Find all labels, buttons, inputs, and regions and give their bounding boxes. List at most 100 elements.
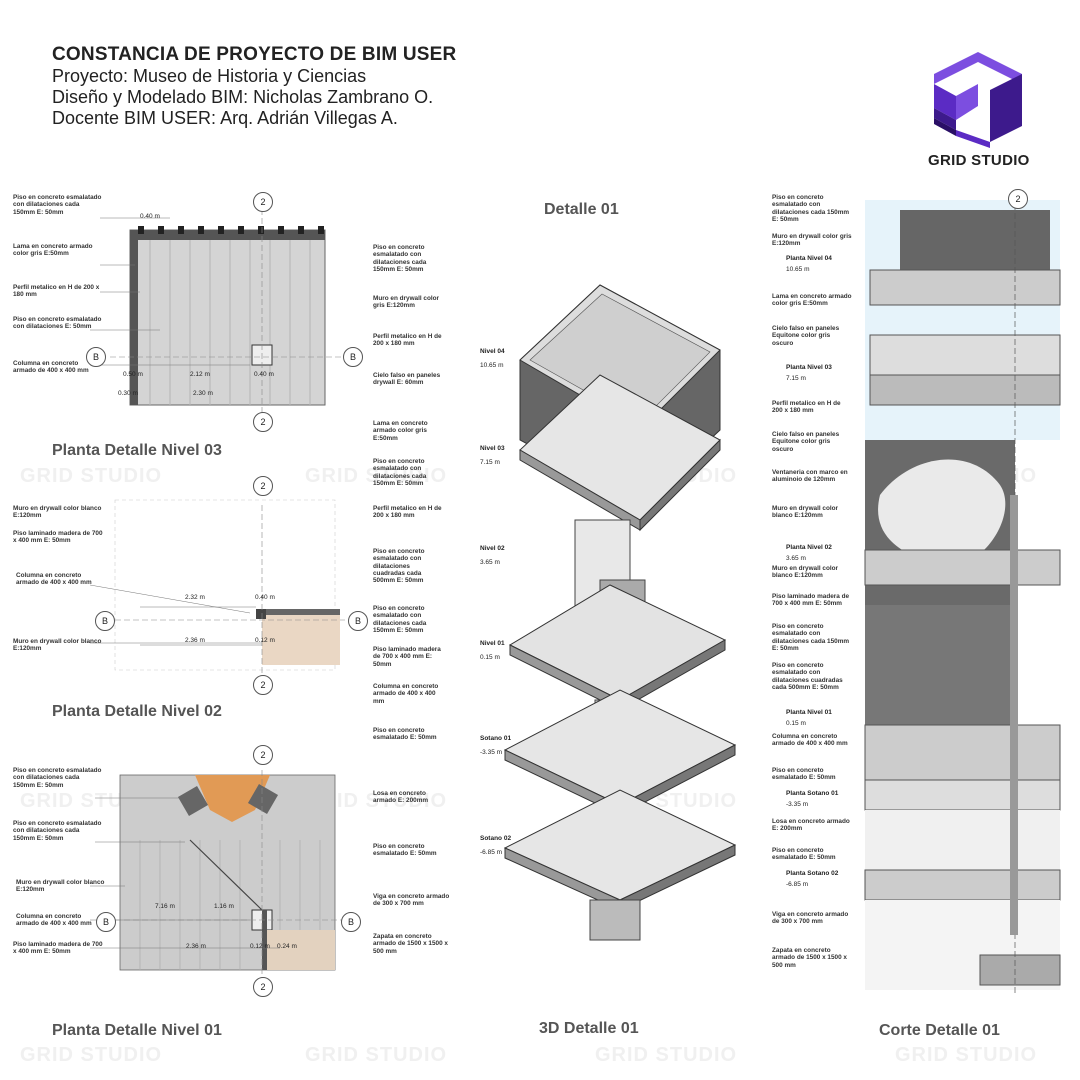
grid-axis-2-marker: 2 xyxy=(253,412,273,432)
plan3-dim: 2.12 m xyxy=(190,371,210,378)
watermark: GRID STUDIO xyxy=(595,1044,738,1066)
iso-level-label: Nivel 04 xyxy=(480,348,505,355)
plan3-note: Columna en concreto armado de 400 x 400 … xyxy=(13,360,89,375)
plan1-note: Piso en concreto esmalatado con dilataci… xyxy=(13,767,102,789)
grid-axis-2-marker: 2 xyxy=(253,977,273,997)
plan3-note: Piso en concreto esmalatado con dilataci… xyxy=(13,316,102,331)
plan-nivel-03-drawing xyxy=(90,200,345,420)
iso-note: Muro en drywall color gris E:120mm xyxy=(373,295,440,310)
header-project: Proyecto: Museo de Historia y Ciencias xyxy=(52,66,367,86)
section-note: Muro en drywall color blanco E:120mm xyxy=(772,565,839,580)
plan3-note: Perfil metalico en H de 200 x 180 mm xyxy=(13,284,100,299)
section-level-value: 0.15 m xyxy=(786,720,806,727)
iso-level-label: Nivel 01 xyxy=(480,640,505,647)
watermark: GRID STUDIO xyxy=(895,1044,1038,1066)
grid-axis-b-marker: B xyxy=(86,347,106,367)
grid-axis-2-marker: 2 xyxy=(253,476,273,496)
plan3-dim: 0.50 m xyxy=(123,371,143,378)
section-title: Corte Detalle 01 xyxy=(879,1022,1000,1039)
section-level-label: Planta Nivel 01 xyxy=(786,709,832,716)
plan2-dim: 0.12 m xyxy=(255,637,275,644)
plan1-dim: 7.16 m xyxy=(155,903,175,910)
section-level-value: 7.15 m xyxy=(786,375,806,382)
section-level-value: 3.65 m xyxy=(786,555,806,562)
plan2-dim: 2.32 m xyxy=(185,594,205,601)
plan1-dim: 0.24 m xyxy=(277,943,297,950)
grid-axis-b-marker: B xyxy=(96,912,116,932)
plan3-dim: 0.40 m xyxy=(140,213,160,220)
section-note: Muro en drywall color gris E:120mm xyxy=(772,233,852,248)
section-note: Lama en concreto armado color gris E:50m… xyxy=(772,293,852,308)
iso-note: Cielo falso en paneles drywall E: 60mm xyxy=(373,372,441,387)
iso-title: 3D Detalle 01 xyxy=(539,1020,639,1037)
watermark: GRID STUDIO xyxy=(305,790,448,812)
plan2-dim: 0.40 m xyxy=(255,594,275,601)
section-note: Piso en concreto esmalatado E: 50mm xyxy=(772,847,836,862)
header-title: CONSTANCIA DE PROYECTO DE BIM USER xyxy=(52,44,457,65)
iso-level-value: 7.15 m xyxy=(480,459,500,466)
plan3-title: Planta Detalle Nivel 03 xyxy=(52,442,222,459)
section-note: Piso laminado madera de 700 x 400 mm E: … xyxy=(772,593,850,608)
iso-note: Piso en concreto esmalatado con dilataci… xyxy=(373,244,427,273)
iso-level-value: -3.35 m xyxy=(480,749,503,756)
plan2-dim: 2.36 m xyxy=(185,637,205,644)
plan-nivel-01-drawing xyxy=(90,770,345,985)
plan2-note: Columna en concreto armado de 400 x 400 … xyxy=(16,572,92,587)
section-note: Piso en concreto esmalatado con dilataci… xyxy=(772,623,850,652)
plan2-title: Planta Detalle Nivel 02 xyxy=(52,703,222,720)
iso-note: Piso en concreto esmalatado con dilataci… xyxy=(373,548,425,585)
section-note: Ventaneria con marco en aluminoio de 120… xyxy=(772,469,848,484)
iso-level-value: -6.85 m xyxy=(480,849,503,856)
iso-level-label: Nivel 03 xyxy=(480,445,505,452)
iso-level-value: 0.15 m xyxy=(480,654,500,661)
iso-note: Piso en concreto esmalatado con dilataci… xyxy=(373,458,427,487)
header-designer: Diseño y Modelado BIM: Nicholas Zambrano… xyxy=(52,87,434,107)
section-note: Viga en concreto armado de 300 x 700 mm xyxy=(772,911,849,926)
iso-note: Perfil metalico en H de 200 x 180 mm xyxy=(373,333,442,348)
iso-note: Zapata en concreto armado de 1500 x 1500… xyxy=(373,933,448,955)
section-level-label: Planta Nivel 02 xyxy=(786,544,832,551)
iso-note: Columna en concreto armado de 400 x 400 … xyxy=(373,683,439,705)
grid-axis-b-marker: B xyxy=(341,912,361,932)
grid-axis-2-marker: 2 xyxy=(253,192,273,212)
section-note: Cielo falso en paneles Equitone color gr… xyxy=(772,325,840,347)
section-level-label: Planta Sotano 02 xyxy=(786,870,839,877)
plan1-note: Columna en concreto armado de 400 x 400 … xyxy=(16,913,92,928)
section-note: Losa en concreto armado E: 200mm xyxy=(772,818,850,833)
iso-level-label: Sotano 01 xyxy=(480,735,512,742)
plan1-note: Muro en drywall color blanco E:120mm xyxy=(16,879,105,894)
grid-axis-2-marker: 2 xyxy=(253,675,273,695)
section-drawing xyxy=(864,195,1061,995)
plan2-note: Piso laminado madera de 700 x 400 mm E: … xyxy=(13,530,103,545)
section-note: Piso en concreto esmalatado con dilataci… xyxy=(772,194,850,223)
iso-note: Piso en concreto esmalatado con dilataci… xyxy=(373,605,427,634)
plan3-dim: 2.30 m xyxy=(193,390,213,397)
section-level-label: Planta Nivel 03 xyxy=(786,364,832,371)
section-note: Piso en concreto esmalatado E: 50mm xyxy=(772,767,836,782)
section-level-value: -3.35 m xyxy=(786,801,809,808)
watermark: GRID STUDIO xyxy=(20,1044,163,1066)
section-note: Cielo falso en paneles Equitone color gr… xyxy=(772,431,840,453)
iso-level-value: 10.65 m xyxy=(480,362,504,369)
section-note: Piso en concreto esmalatado con dilataci… xyxy=(772,662,843,691)
iso-note: Piso en concreto esmalatado E: 50mm xyxy=(373,843,437,858)
grid-axis-2-marker: 2 xyxy=(1008,189,1028,209)
plan2-note: Muro en drywall color blanco E:120mm xyxy=(13,505,102,520)
plan1-dim: 2.36 m xyxy=(186,943,206,950)
plan3-note: Lama en concreto armado color gris E:50m… xyxy=(13,243,93,258)
grid-axis-b-marker: B xyxy=(95,611,115,631)
grid-studio-logo-icon xyxy=(934,52,1022,148)
section-note: Columna en concreto armado de 400 x 400 … xyxy=(772,733,848,748)
iso-level-label: Sotano 02 xyxy=(480,835,512,842)
watermark: GRID STUDIO xyxy=(20,465,163,487)
plan1-note: Piso en concreto esmalatado con dilataci… xyxy=(13,820,102,842)
iso-note: Losa en concreto armado E: 200mm xyxy=(373,790,429,805)
section-note: Muro en drywall color blanco E:120mm xyxy=(772,505,839,520)
grid-axis-b-marker: B xyxy=(348,611,368,631)
section-level-value: 10.65 m xyxy=(786,266,810,273)
project-header: CONSTANCIA DE PROYECTO DE BIM USER Proye… xyxy=(52,44,456,129)
plan3-dim: 0.40 m xyxy=(254,371,274,378)
iso-note: Viga en concreto armado de 300 x 700 mm xyxy=(373,893,450,908)
header-teacher: Docente BIM USER: Arq. Adrián Villegas A… xyxy=(52,108,398,128)
section-level-label: Planta Nivel 04 xyxy=(786,255,832,262)
